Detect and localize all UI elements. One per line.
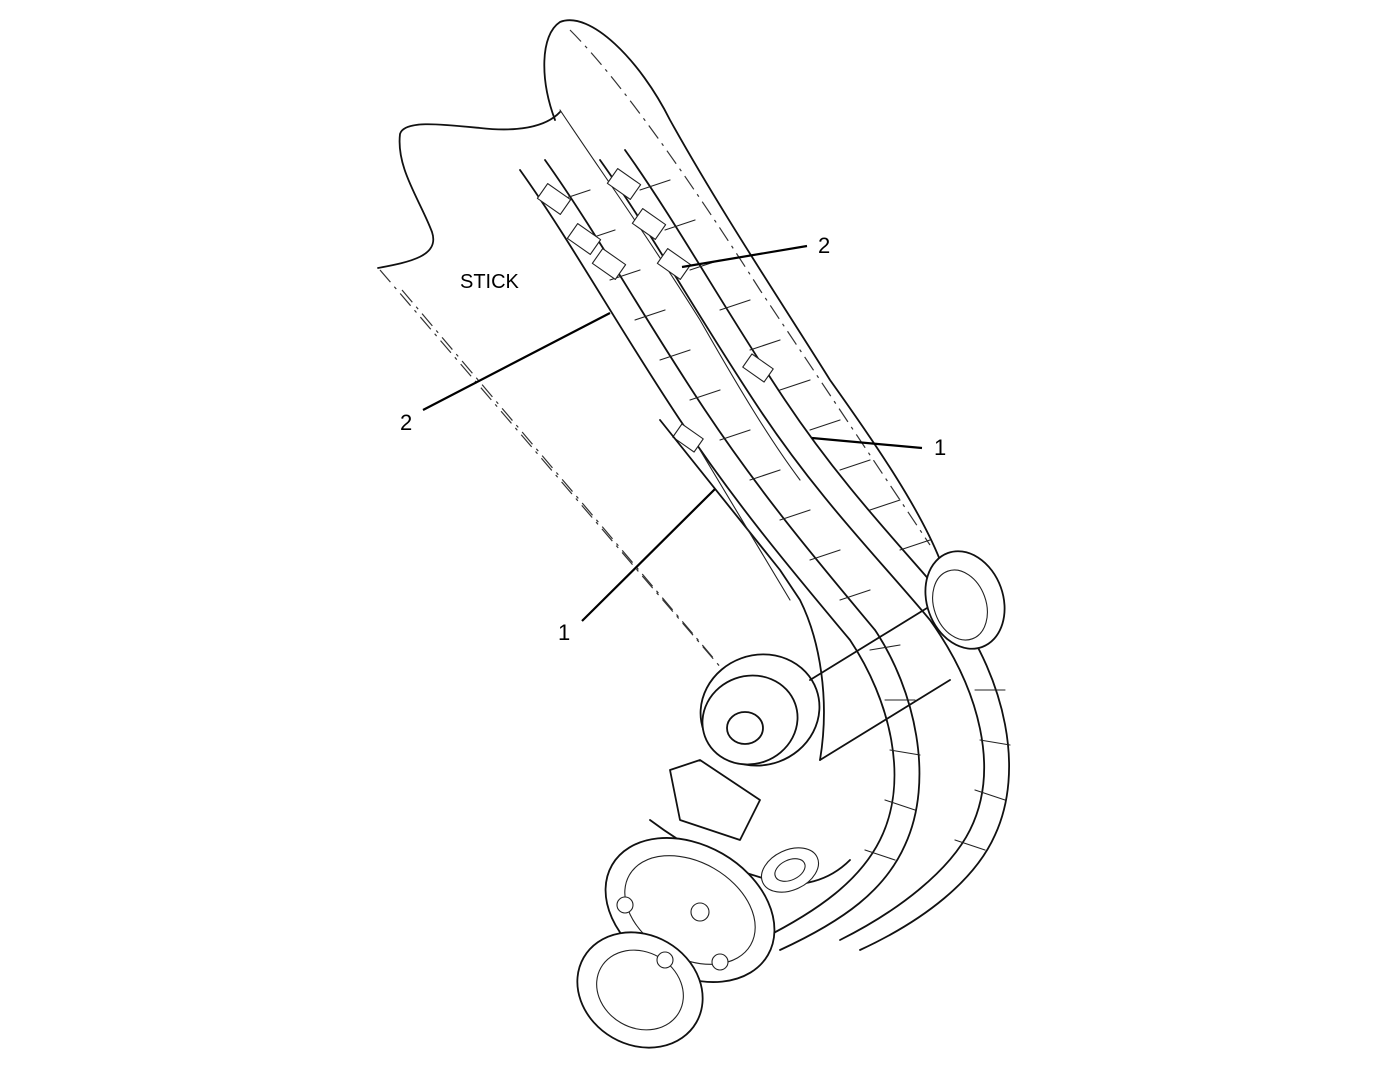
- stick-label: STICK: [460, 271, 520, 293]
- guard-outline: [543, 19, 941, 561]
- bracket-plate: [659, 419, 825, 761]
- leader-2-left: [422, 312, 611, 411]
- callout-number: 2: [818, 233, 830, 258]
- callout-number: 1: [558, 620, 570, 645]
- callout-number: 2: [400, 410, 412, 435]
- hose-right: [599, 149, 1011, 951]
- hose-fittings: [536, 168, 774, 453]
- stick-body: [377, 111, 741, 691]
- leader-lines: [422, 244, 923, 622]
- pivot-pin: [699, 550, 1006, 767]
- callout-number: 1: [934, 435, 946, 460]
- leader-1-right: [811, 436, 923, 450]
- rotator-assembly: [576, 759, 851, 1049]
- leader-2-upper: [681, 244, 808, 269]
- hose-left: [519, 159, 921, 951]
- leader-1-lower: [581, 488, 716, 622]
